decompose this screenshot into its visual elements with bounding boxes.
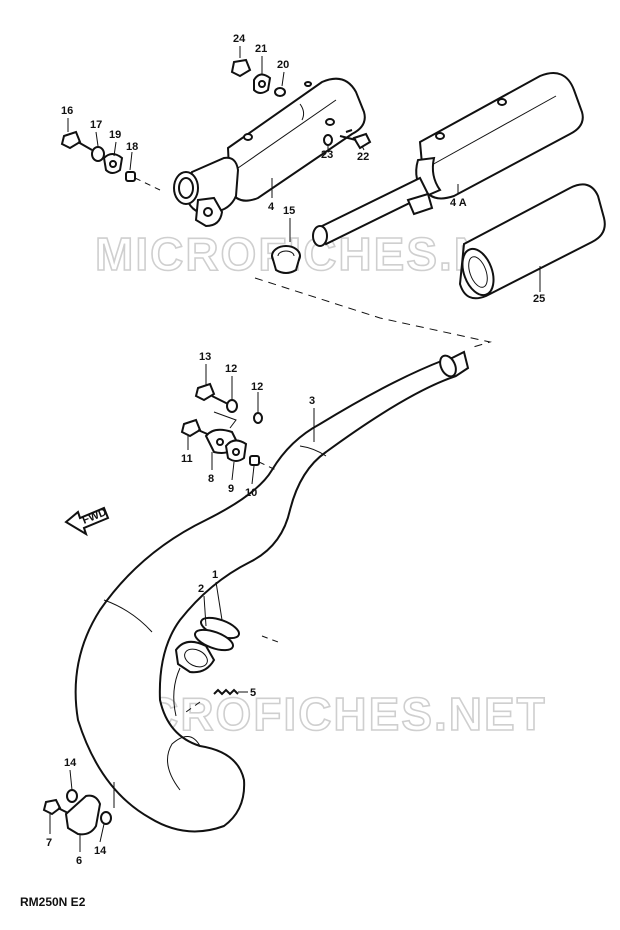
mount-bracket-assembly	[180, 382, 277, 471]
front-direction-arrow: FWD	[64, 506, 110, 537]
callout-25: 25	[533, 293, 545, 305]
callout-8: 8	[208, 473, 214, 485]
callout-20: 20	[277, 59, 289, 71]
silencer-4	[173, 77, 366, 228]
callout-labels: 24 21 20 16 17 19 18 23 22 4 15 4 A 25 1…	[46, 33, 545, 867]
callout-14-lower: 14	[94, 845, 107, 857]
callout-15: 15	[283, 205, 295, 217]
leader-lines	[49, 46, 541, 852]
callout-4: 4	[268, 201, 275, 213]
silencer-4a	[312, 72, 584, 247]
callout-19: 19	[109, 129, 121, 141]
callout-10: 10	[245, 487, 257, 499]
model-code: RM250N E2	[20, 895, 86, 909]
silencer-cover-25	[458, 183, 606, 300]
callout-23: 23	[321, 149, 333, 161]
callout-17: 17	[90, 119, 102, 131]
callout-14-upper: 14	[64, 757, 77, 769]
callout-4a: 4 A	[450, 197, 467, 209]
callout-12-right: 12	[251, 381, 263, 393]
callout-12-upper: 12	[225, 363, 237, 375]
callout-5: 5	[250, 687, 256, 699]
callout-3: 3	[309, 395, 315, 407]
callout-21: 21	[255, 43, 267, 55]
callout-16: 16	[61, 105, 73, 117]
callout-2: 2	[198, 583, 204, 595]
callout-6: 6	[76, 855, 82, 867]
callout-9: 9	[228, 483, 234, 495]
bottom-guard-assembly	[42, 782, 115, 836]
gaskets-and-spring	[185, 616, 279, 713]
callout-22: 22	[357, 151, 369, 163]
callout-24: 24	[233, 33, 246, 45]
callout-18: 18	[126, 141, 138, 153]
callout-7: 7	[46, 837, 52, 849]
callout-13: 13	[199, 351, 211, 363]
callout-11: 11	[181, 453, 193, 465]
fasteners-top	[60, 58, 372, 274]
expansion-chamber-3	[74, 350, 470, 833]
callout-1: 1	[212, 569, 218, 581]
